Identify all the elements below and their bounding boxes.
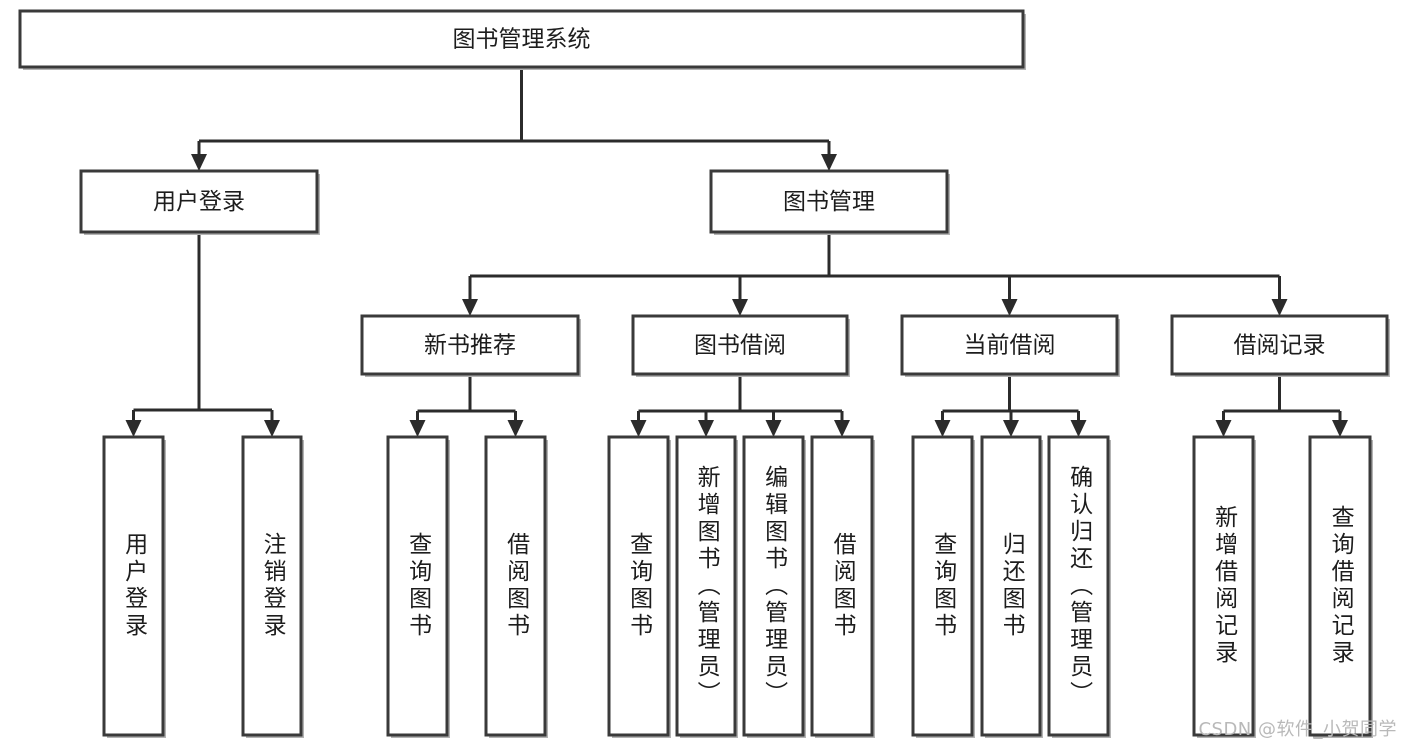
node-book-manage[interactable]: 图书管理 bbox=[709, 169, 950, 235]
node-leaf-return-book[interactable] bbox=[980, 435, 1043, 738]
node-borrow-record[interactable]: 借阅记录 bbox=[1170, 314, 1390, 377]
arrow-head bbox=[630, 420, 647, 437]
arrow-head bbox=[1215, 420, 1232, 437]
arrow-head bbox=[191, 154, 207, 171]
node-label: 图书管理系统 bbox=[453, 27, 591, 53]
node-leaf-add-borrow-record[interactable] bbox=[1192, 435, 1256, 738]
node-leaf-query-book-current[interactable] bbox=[911, 435, 975, 738]
arrow-head bbox=[409, 420, 426, 437]
node-box[interactable] bbox=[386, 435, 449, 737]
arrow-head bbox=[1001, 299, 1018, 316]
node-leaf-borrow-book-recommend[interactable] bbox=[484, 435, 548, 738]
node-current-borrow[interactable]: 当前借阅 bbox=[900, 314, 1120, 377]
node-box[interactable] bbox=[1047, 435, 1110, 737]
arrow-head bbox=[732, 299, 748, 316]
node-label: 新书推荐 bbox=[424, 333, 516, 359]
node-box[interactable] bbox=[1308, 435, 1372, 737]
arrow-head bbox=[1003, 420, 1019, 437]
node-leaf-query-book-recommend[interactable] bbox=[386, 435, 450, 738]
node-root[interactable]: 图书管理系统 bbox=[18, 9, 1026, 70]
arrow-head bbox=[934, 420, 951, 437]
node-box[interactable] bbox=[675, 435, 737, 737]
arrow-head bbox=[462, 299, 478, 316]
node-box[interactable] bbox=[1192, 435, 1255, 737]
node-box[interactable] bbox=[79, 169, 319, 234]
node-label: 当前借阅 bbox=[964, 333, 1056, 359]
node-box[interactable] bbox=[607, 435, 670, 737]
node-box[interactable] bbox=[911, 435, 974, 737]
arrow-head bbox=[834, 420, 850, 437]
node-box[interactable] bbox=[980, 435, 1042, 737]
node-box[interactable] bbox=[102, 435, 165, 737]
node-label: 借阅记录 bbox=[1234, 333, 1326, 359]
node-leaf-confirm-return[interactable] bbox=[1047, 435, 1111, 738]
node-box[interactable] bbox=[241, 435, 303, 737]
node-leaf-logout[interactable] bbox=[241, 435, 304, 738]
node-box[interactable] bbox=[631, 314, 849, 376]
arrow-head bbox=[507, 420, 524, 437]
node-box[interactable] bbox=[742, 435, 805, 737]
arrow-head bbox=[698, 420, 714, 437]
node-leaf-add-book[interactable] bbox=[675, 435, 738, 738]
arrow-head bbox=[1070, 420, 1087, 437]
node-label: 图书管理 bbox=[783, 189, 875, 215]
node-box[interactable] bbox=[709, 169, 949, 234]
arrow-head bbox=[765, 420, 782, 437]
node-box[interactable] bbox=[1170, 314, 1389, 376]
node-box[interactable] bbox=[360, 314, 580, 376]
node-leaf-user-login[interactable] bbox=[102, 435, 166, 738]
watermark-text: CSDN @软件_小贺同学 bbox=[1198, 719, 1397, 740]
arrow-head bbox=[821, 154, 837, 171]
node-label: 用户登录 bbox=[153, 189, 245, 215]
node-leaf-borrow-book[interactable] bbox=[810, 435, 875, 738]
arrow-head bbox=[1332, 420, 1348, 437]
node-box[interactable] bbox=[900, 314, 1119, 376]
edges-layer bbox=[125, 67, 1348, 437]
arrow-head bbox=[264, 420, 280, 437]
node-box[interactable] bbox=[810, 435, 874, 737]
node-book-borrow[interactable]: 图书借阅 bbox=[631, 314, 850, 377]
node-user-login[interactable]: 用户登录 bbox=[79, 169, 320, 235]
node-leaf-query-borrow-record[interactable] bbox=[1308, 435, 1373, 738]
node-leaf-edit-book[interactable] bbox=[742, 435, 806, 738]
node-new-book-recommend[interactable]: 新书推荐 bbox=[360, 314, 581, 377]
node-box[interactable] bbox=[18, 9, 1025, 69]
node-leaf-query-book-borrow[interactable] bbox=[607, 435, 671, 738]
node-box[interactable] bbox=[484, 435, 547, 737]
node-label: 图书借阅 bbox=[694, 333, 786, 359]
arrow-head bbox=[125, 420, 142, 437]
arrow-head bbox=[1271, 299, 1288, 316]
